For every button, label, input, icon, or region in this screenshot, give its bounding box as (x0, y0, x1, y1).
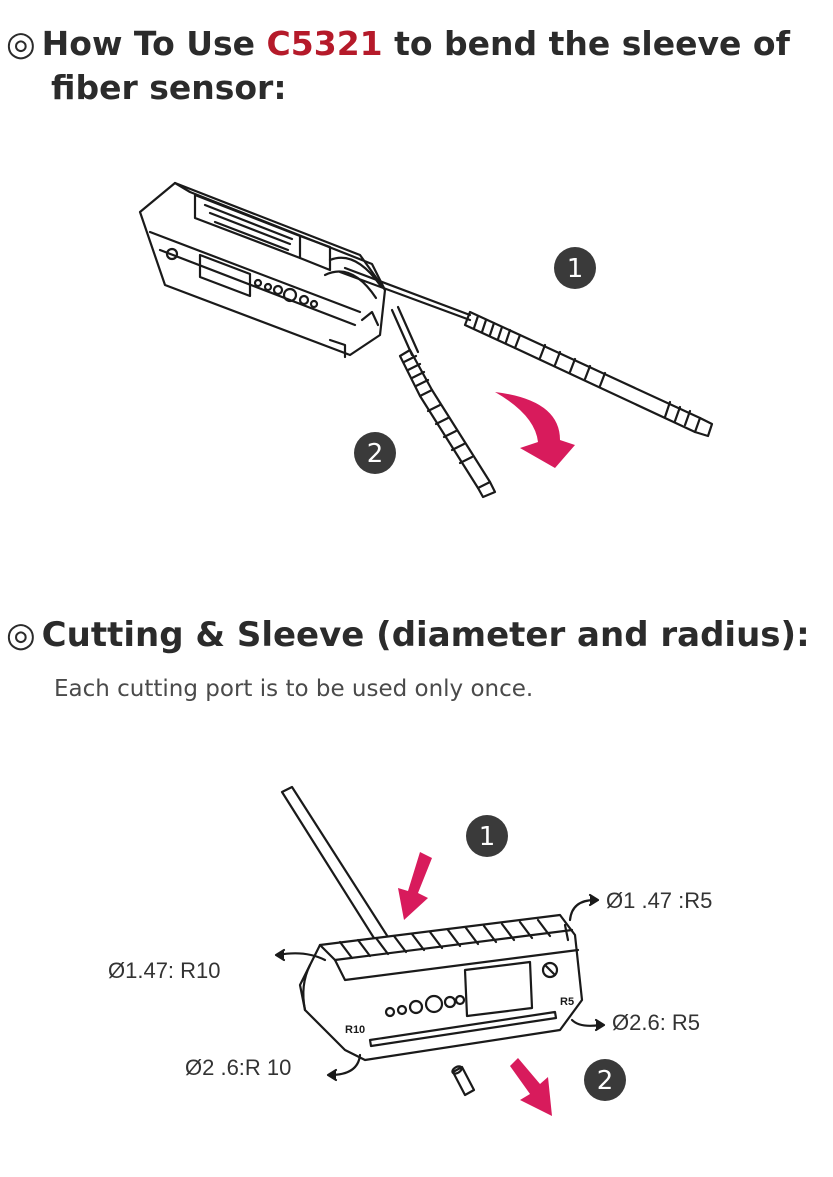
insert-direction-arrow (398, 852, 432, 920)
tool-label-right: R5 (560, 996, 574, 1008)
step-badge-2: 2 (354, 432, 396, 474)
step-number: 2 (597, 1066, 614, 1096)
cutting-tool-body (138, 181, 387, 359)
step-badge-1: 1 (466, 815, 508, 857)
section1-title: ◎How To Use C5321 to bend the sleeve of … (6, 22, 826, 110)
step-number: 1 (479, 822, 496, 852)
tool-label-left: R10 (345, 1024, 365, 1036)
cut-sleeve-piece (451, 1065, 476, 1097)
section1-title-model: C5321 (266, 24, 383, 63)
fiber-rod (280, 785, 397, 956)
dim-bottom-left: Ø2 .6:R 10 (185, 1055, 291, 1080)
step-number: 2 (367, 439, 384, 469)
section1-title-line2: fiber sensor: (51, 68, 287, 107)
dim-mid-right: Ø2.6: R5 (612, 1010, 700, 1035)
step-badge-2: 2 (584, 1059, 626, 1101)
cutting-tool-body-2 (298, 913, 584, 1062)
bend-direction-arrow (495, 392, 575, 468)
bend-sleeve-illustration: 1 2 (138, 181, 714, 499)
dim-top-right: Ø1 .47 :R5 (606, 888, 712, 913)
fiber-sleeve-straight (338, 266, 714, 438)
section2-title: ◎Cutting & Sleeve (diameter and radius): (6, 612, 833, 658)
section1-title-post: to bend the sleeve of (382, 24, 790, 63)
step-number: 1 (567, 254, 584, 284)
section2-title-text: Cutting & Sleeve (diameter and radius): (41, 615, 810, 655)
fiber-sleeve-bent (390, 305, 497, 499)
eject-direction-arrow (510, 1058, 552, 1116)
dim-top-left: Ø1.47: R10 (108, 958, 221, 983)
section1-title-pre: How To Use (41, 24, 267, 63)
circle-mark-icon: ◎ (6, 615, 36, 655)
step-badge-1: 1 (554, 247, 596, 289)
section2-subtitle: Each cutting port is to be used only onc… (54, 676, 534, 702)
circle-mark-icon: ◎ (6, 24, 36, 64)
